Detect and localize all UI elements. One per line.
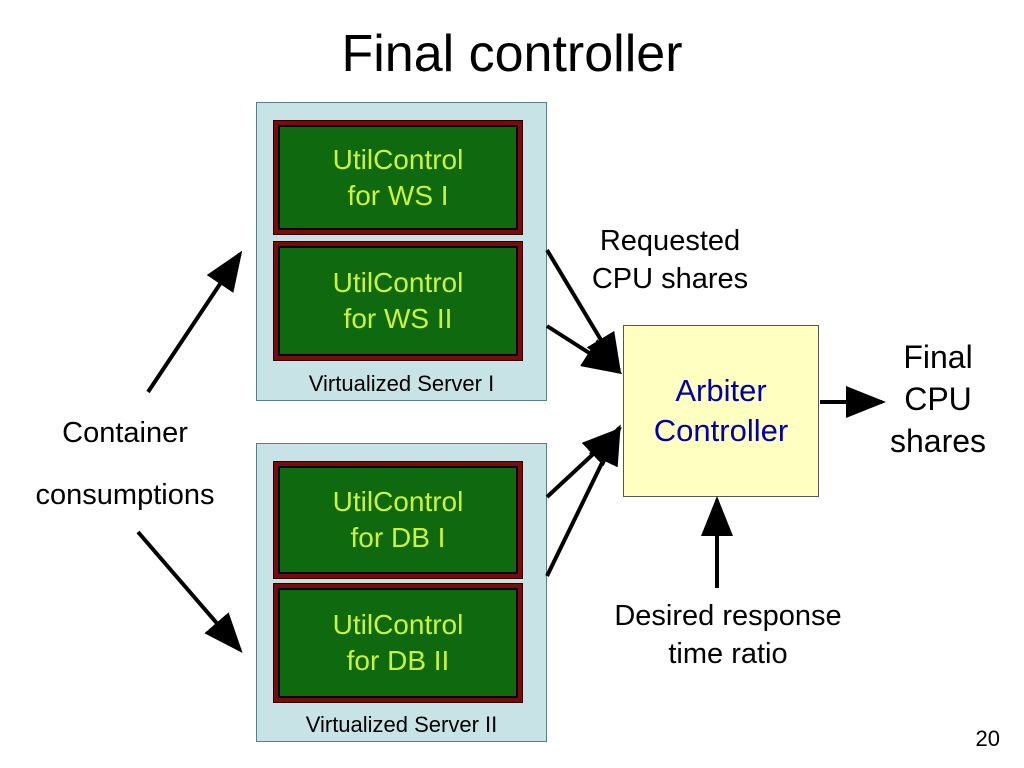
container-line2: consumptions (35, 479, 215, 511)
server-2-label: Virtualized Server II (305, 712, 498, 737)
container-consumptions-label: Container consumptions (10, 402, 240, 526)
arrow-ws1-to-arbiter (545, 248, 622, 374)
utilcontrol-ws-1-line2: for WS I (347, 179, 449, 211)
arrow-ws2-to-arbiter (545, 324, 623, 375)
requested-cpu-shares-label: Requested CPU shares (560, 222, 780, 298)
arbiter-line2: Controller (653, 413, 789, 448)
arrow-to-server-1 (146, 250, 243, 394)
arbiter-line1: Arbiter (675, 373, 767, 408)
server-1-label: Virtualized Server I (308, 371, 495, 396)
utilcontrol-ws-2: UtilControl for WS II (273, 241, 523, 361)
desired-response-time-ratio-label: Desired response time ratio (578, 597, 878, 673)
utilcontrol-db-2-line2: for DB II (346, 645, 450, 676)
virtualized-server-2: UtilControl for DB I UtilControl for DB … (256, 443, 547, 742)
requested-line1: Requested (599, 225, 741, 257)
utilcontrol-db-2-line1: UtilControl (332, 609, 464, 640)
final-line3: shares (889, 423, 987, 459)
requested-line2: CPU shares (591, 263, 749, 295)
final-line1: Final (903, 339, 973, 375)
slide-title: Final controller (341, 25, 683, 83)
arrow-db1-to-arbiter (545, 427, 622, 499)
page-number: 20 (975, 726, 1000, 751)
utilcontrol-ws-1: UtilControl for WS I (273, 120, 523, 235)
final-cpu-shares-label: Final CPU shares (868, 336, 1008, 462)
final-line2: CPU (904, 381, 972, 417)
arrow-to-server-2 (136, 530, 243, 654)
utilcontrol-ws-2-line2: for WS II (343, 303, 453, 334)
utilcontrol-db-1-line2: for DB I (350, 522, 446, 553)
utilcontrol-db-1-line1: UtilControl (332, 486, 464, 517)
desired-line2: time ratio (668, 638, 788, 670)
container-line1: Container (62, 417, 188, 449)
utilcontrol-ws-1-line1: UtilControl (332, 143, 464, 175)
arrow-db2-to-arbiter (545, 424, 621, 577)
desired-line1: Desired response (614, 600, 842, 632)
utilcontrol-db-1: UtilControl for DB I (273, 461, 523, 579)
arbiter-controller: Arbiter Controller (623, 325, 819, 497)
utilcontrol-ws-2-line1: UtilControl (332, 267, 464, 298)
utilcontrol-db-2: UtilControl for DB II (273, 583, 523, 703)
virtualized-server-1: UtilControl for WS I UtilControl for WS … (256, 102, 547, 401)
